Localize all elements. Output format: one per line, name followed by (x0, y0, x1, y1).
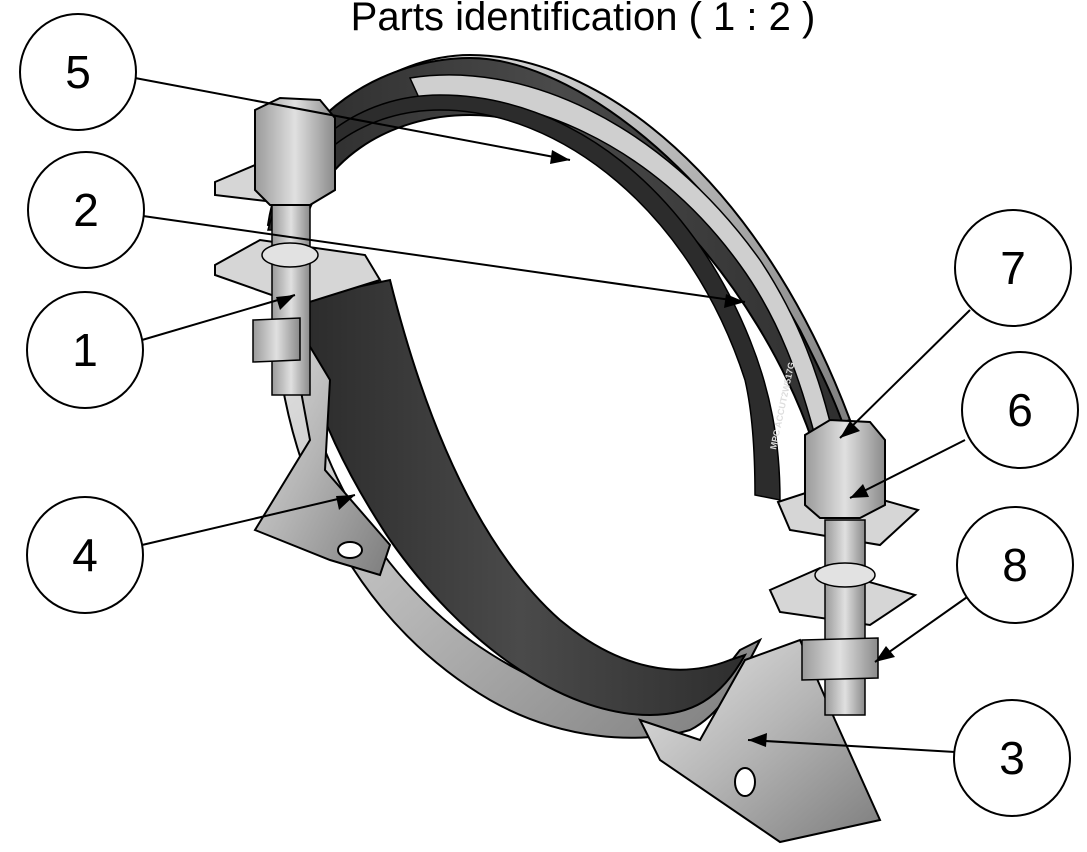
callout-5-arrow (550, 150, 570, 164)
diagram-title: Parts identification ( 1 : 2 ) (351, 0, 816, 39)
callout-8-leader (874, 594, 971, 663)
callout-3-circle (953, 699, 1071, 817)
callout-4-arrow (336, 495, 355, 510)
callout-6-leader (849, 439, 966, 499)
callout-8-arrow (875, 646, 895, 662)
washer (814, 562, 876, 588)
pipe-clamp-illustration: MPC ACCUT2W517G (214, 53, 920, 844)
callouts: 5 2 1 4 7 6 8 3 (19, 13, 1079, 817)
left-washer (261, 242, 319, 268)
callout-1-arrow (276, 295, 295, 310)
callout-7-leader (839, 309, 971, 439)
callout-2-arrow (724, 294, 745, 308)
callout-3-number: 3 (999, 732, 1025, 784)
callout-2-number: 2 (73, 184, 99, 236)
callout-4-circle (26, 496, 144, 614)
callout-5-number: 5 (65, 46, 91, 98)
callout-4-number: 4 (72, 529, 98, 581)
callout-1-number: 1 (72, 324, 98, 376)
lining-engraving: MPC ACCUT2W517G (768, 361, 796, 450)
callout-4-leader (141, 494, 356, 546)
callout-7-number: 7 (1000, 242, 1026, 294)
right-bolt-shank (824, 519, 866, 716)
left-bolt-head (254, 96, 336, 206)
left-bracket-leg (253, 304, 392, 577)
left-nut (252, 317, 301, 363)
inner-rubber-band (267, 94, 781, 501)
callout-1-leader (141, 294, 296, 341)
left-bolt (252, 96, 336, 396)
callout-8-circle (956, 506, 1074, 624)
left-mounting-hole (337, 541, 363, 559)
callout-2-circle (27, 151, 145, 269)
callout-6-arrow (850, 484, 869, 498)
right-mounting-hole (734, 767, 756, 797)
callout-7-arrow (840, 421, 860, 438)
callout-1-circle (26, 291, 144, 409)
callout-3-arrow (748, 733, 767, 747)
lower-rubber-lining (293, 278, 748, 717)
callout-3-leader (747, 739, 956, 753)
callout-5-circle (19, 13, 137, 131)
upper-steel-stripe (408, 74, 833, 437)
callout-5-leader (134, 77, 571, 161)
callout-7-circle (954, 209, 1072, 327)
callout-6-circle (961, 351, 1079, 469)
callout-8-number: 8 (1002, 539, 1028, 591)
nut (801, 637, 879, 681)
callout-2-leader (142, 215, 746, 303)
callout-6-number: 6 (1007, 384, 1033, 436)
right-bolt (801, 418, 886, 716)
